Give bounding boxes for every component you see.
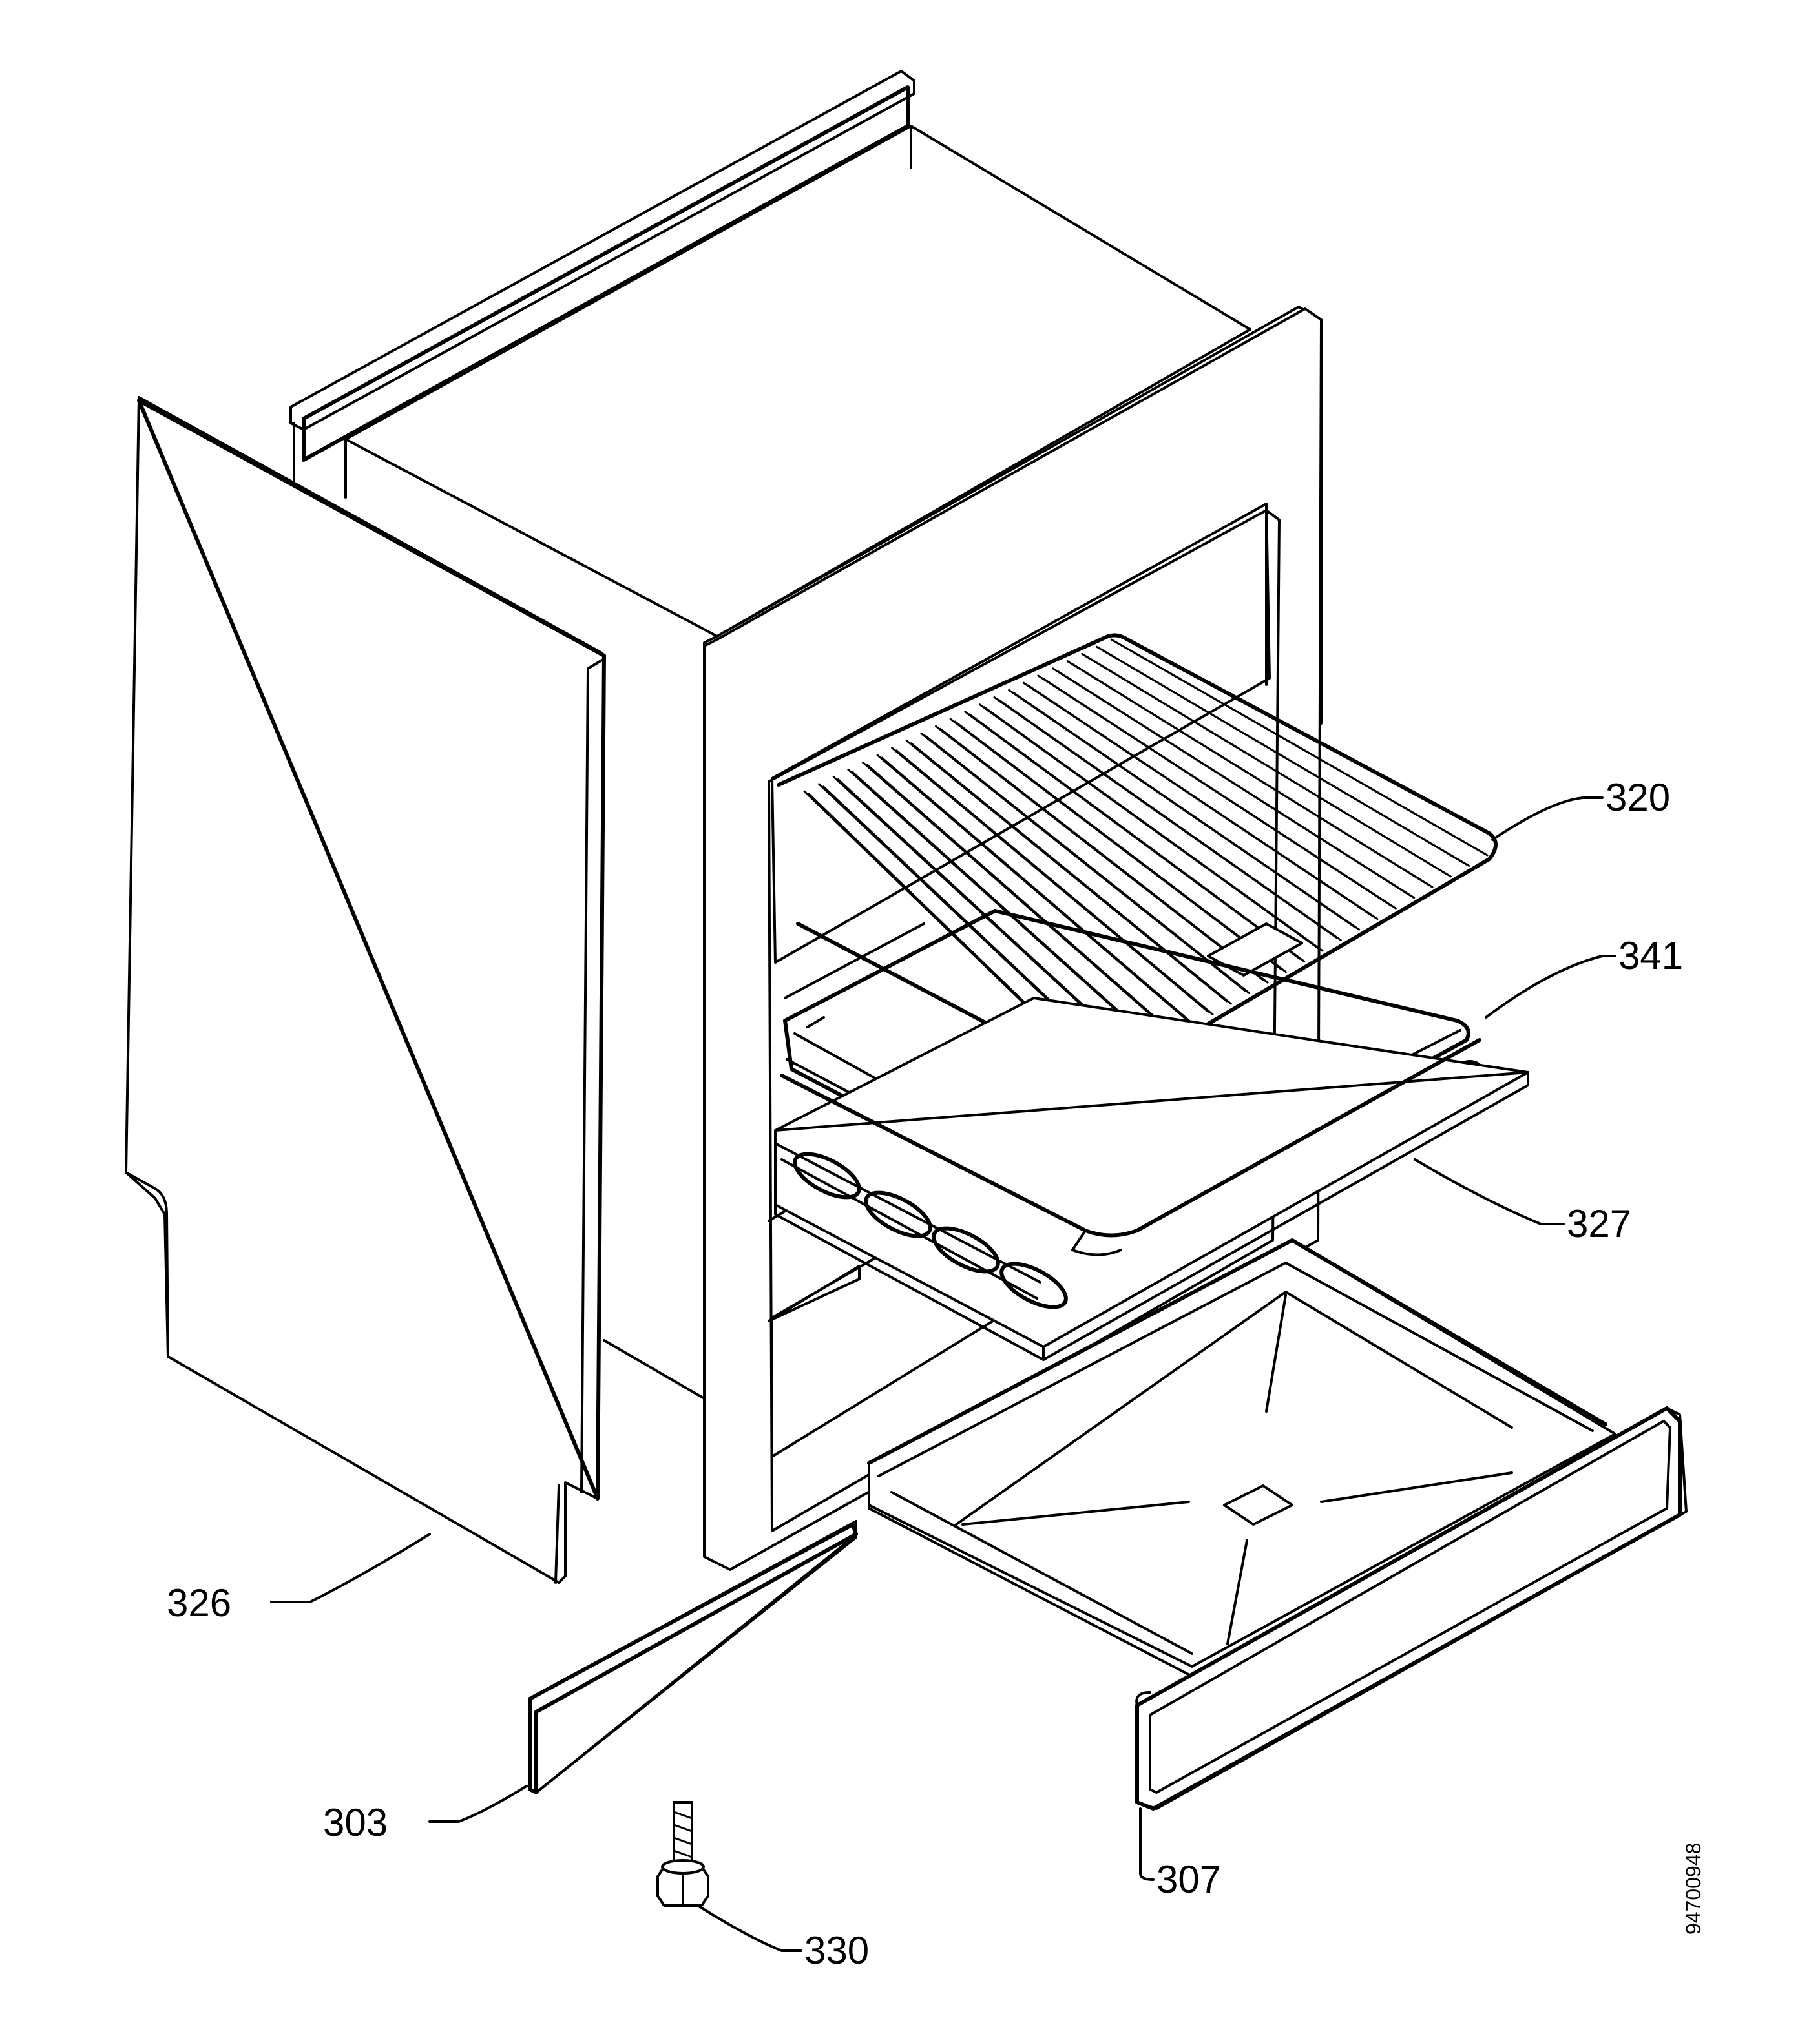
leader-lines [270, 796, 1616, 1952]
shelf-rod [1071, 663, 1434, 888]
shelf-rod [910, 742, 1232, 1005]
part-label-320: 320 [1606, 776, 1670, 819]
adjustable-foot-330 [656, 1801, 709, 1907]
shelf-rod [983, 706, 1324, 952]
shelf-rod [876, 754, 1191, 1024]
shelf-rod [847, 768, 1155, 1045]
part-label-326: 326 [167, 1581, 231, 1625]
part-label-303: 303 [323, 1801, 388, 1844]
part-label-327: 327 [1567, 1202, 1631, 1245]
shelf-rod [881, 756, 1196, 1026]
part-label-341: 341 [1618, 934, 1683, 977]
shelf-rod [1027, 684, 1379, 920]
shelf-rod [1114, 641, 1489, 857]
cabinet-body [289, 70, 1251, 1400]
shelf-rod [1012, 691, 1361, 931]
part-label-307: 307 [1156, 1858, 1221, 1901]
side-panel-326 [125, 396, 606, 1584]
shelf-rod [1056, 670, 1416, 899]
enamel-tray-327 [774, 997, 1529, 1361]
shelf-rod [852, 771, 1159, 1048]
shelf-rod [1100, 648, 1470, 867]
shelf-rod [954, 720, 1287, 973]
part-label-330: 330 [804, 1929, 869, 1972]
shelf-rod [895, 749, 1214, 1015]
shelf-rod [1041, 677, 1397, 910]
drawer-307 [867, 1238, 1688, 1811]
shelf-rod [925, 734, 1251, 995]
shelf-rod [968, 713, 1306, 962]
shelf-rod [939, 727, 1269, 984]
shelf-rod [998, 699, 1342, 941]
shelf-rod [861, 761, 1173, 1034]
shelf-rod [1085, 655, 1452, 878]
plinth-strip-303 [528, 1520, 858, 1794]
drawing-number: 94700948 [1682, 1843, 1705, 1935]
shelf-rod [866, 764, 1177, 1037]
